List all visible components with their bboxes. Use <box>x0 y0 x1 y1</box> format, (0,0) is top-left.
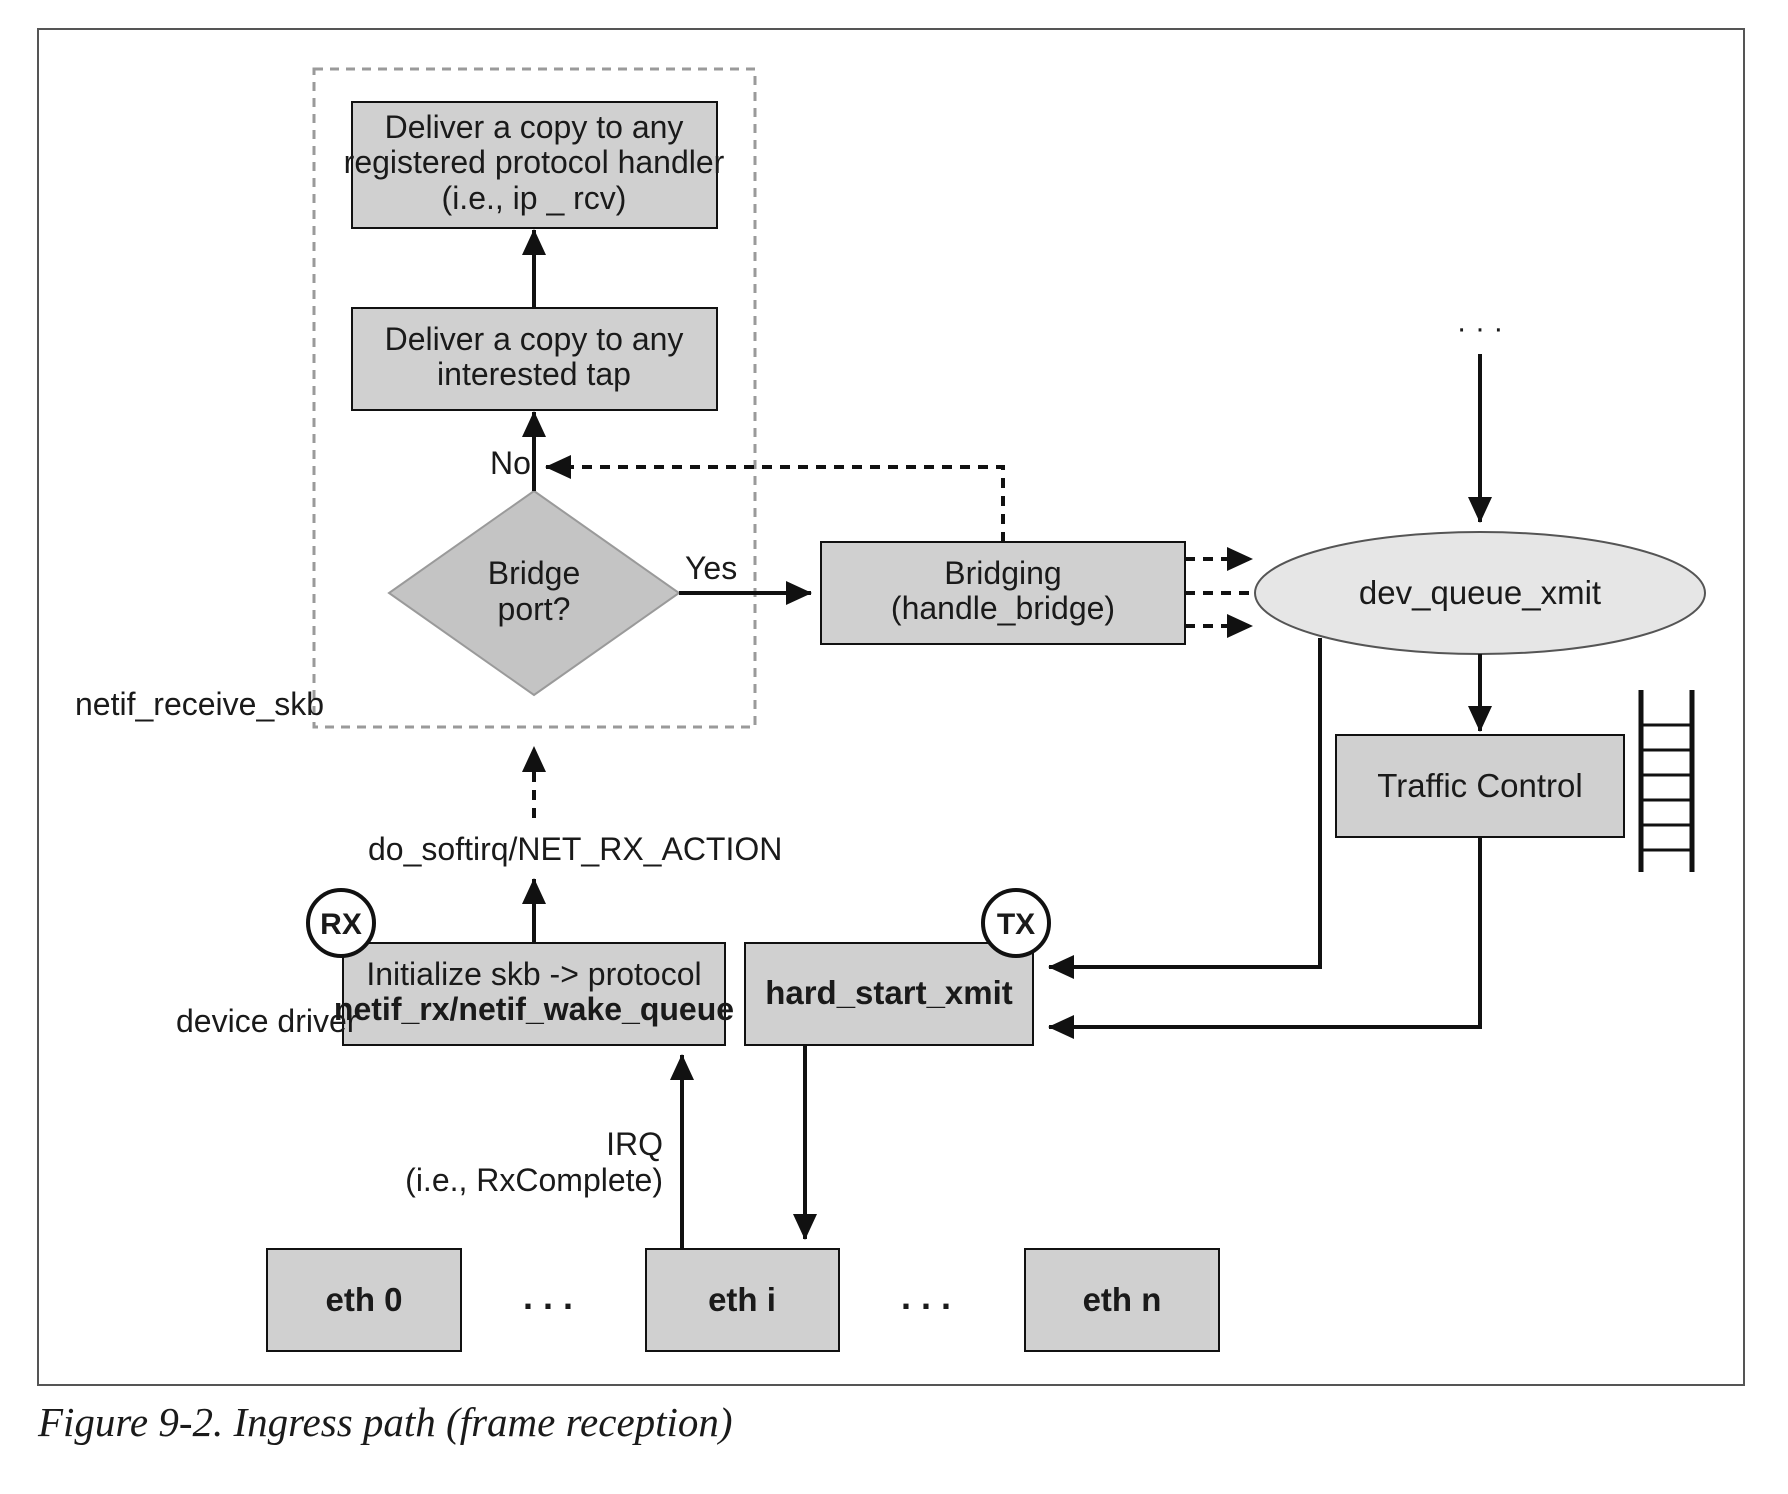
traffic-control-label: Traffic Control <box>1377 767 1582 804</box>
bridge-port-line2: port? <box>498 591 571 627</box>
init-skb-box <box>342 942 726 1046</box>
bridging-line2: (handle_bridge) <box>891 590 1115 626</box>
rx-badge-label: RX <box>320 908 362 941</box>
deliver-tap-line1: Deliver a copy to any <box>385 321 684 357</box>
ellipsis-eth0-ethi: . . . <box>523 1276 573 1317</box>
netif-receive-skb-label: netif_receive_skb <box>75 686 324 722</box>
queue-ladder-icon <box>1638 690 1695 872</box>
eth0-box <box>266 1248 462 1352</box>
yes-label: Yes <box>685 550 737 586</box>
hard-start-xmit-label: hard_start_xmit <box>765 974 1013 1011</box>
device-driver-label: device driver <box>176 1003 358 1039</box>
bridging-box <box>820 541 1186 645</box>
top-ellipsis: · · · <box>1457 312 1504 345</box>
do-softirq-label: do_softirq/NET_RX_ACTION <box>368 831 782 867</box>
netif-receive-skb-group <box>312 67 757 729</box>
deliver-handler-line2: registered protocol handler <box>344 144 725 180</box>
irq-label-line2: (i.e., RxComplete) <box>405 1162 663 1198</box>
deliver-handler-line3: (i.e., ip _ rcv) <box>442 180 627 216</box>
irq-label-line1: IRQ <box>606 1126 663 1162</box>
deliver-handler-line1: Deliver a copy to any <box>385 109 684 145</box>
figure-frame <box>37 28 1745 1386</box>
rx-badge <box>306 888 376 958</box>
tx-badge <box>981 888 1051 958</box>
ethn-label: eth n <box>1083 1281 1162 1318</box>
eth0-label: eth 0 <box>325 1281 402 1318</box>
init-skb-line2: netif_rx/netif_wake_queue <box>334 991 734 1027</box>
bridging-line1: Bridging <box>944 555 1061 591</box>
dev-queue-xmit-label: dev_queue_xmit <box>1359 574 1601 611</box>
hard-start-xmit-box <box>744 942 1034 1046</box>
ethi-box <box>645 1248 840 1352</box>
tx-badge-label: TX <box>997 908 1035 941</box>
deliver-tap-line2: interested tap <box>437 356 631 392</box>
bridge-port-line1: Bridge <box>488 555 581 591</box>
traffic-control-box <box>1335 734 1625 838</box>
arrow-bridging-to-no <box>545 455 1005 542</box>
figure-caption: Figure 9-2. Ingress path (frame receptio… <box>38 1399 733 1445</box>
arrow-devq-to-hardxmit <box>1048 638 1322 979</box>
ethn-box <box>1024 1248 1220 1352</box>
ethi-label: eth i <box>708 1281 776 1318</box>
bridge-port-diamond <box>387 489 681 697</box>
no-label: No <box>490 445 531 481</box>
init-skb-line1: Initialize skb -> protocol <box>366 956 701 992</box>
deliver-handler-box <box>351 101 718 229</box>
ellipsis-ethi-ethn: . . . <box>901 1276 951 1317</box>
arrow-tc-to-hardxmit <box>1048 837 1482 1039</box>
